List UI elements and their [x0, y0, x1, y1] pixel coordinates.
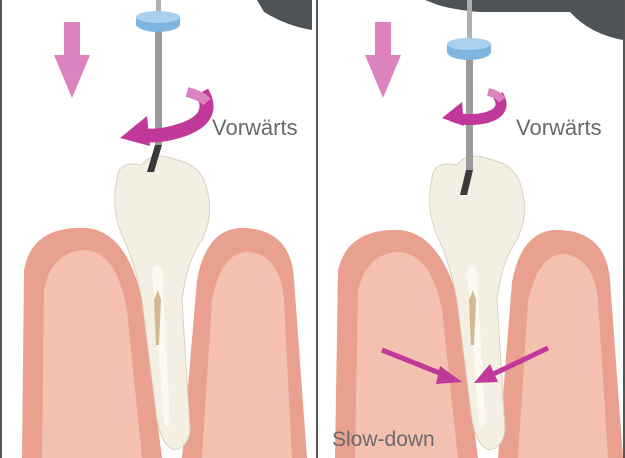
file-shaft [466, 45, 473, 170]
direction-label: Vorwärts [516, 115, 602, 141]
down-arrow-icon [54, 22, 90, 98]
handpiece [257, 0, 312, 30]
illustration-right [320, 0, 623, 458]
outer-frame-left [0, 0, 2, 458]
slow-down-label: Slow-down [332, 428, 435, 452]
illustration-left [2, 0, 312, 458]
file-shaft [155, 30, 162, 145]
down-arrow-icon [365, 22, 401, 98]
handpiece [425, 0, 623, 40]
direction-label: Vorwärts [212, 115, 298, 141]
panel-divider [316, 0, 318, 458]
rotation-arrow-icon [120, 92, 207, 146]
panel-right: Vorwärts Slow-down [320, 0, 623, 458]
panel-left: Vorwärts [2, 0, 312, 458]
